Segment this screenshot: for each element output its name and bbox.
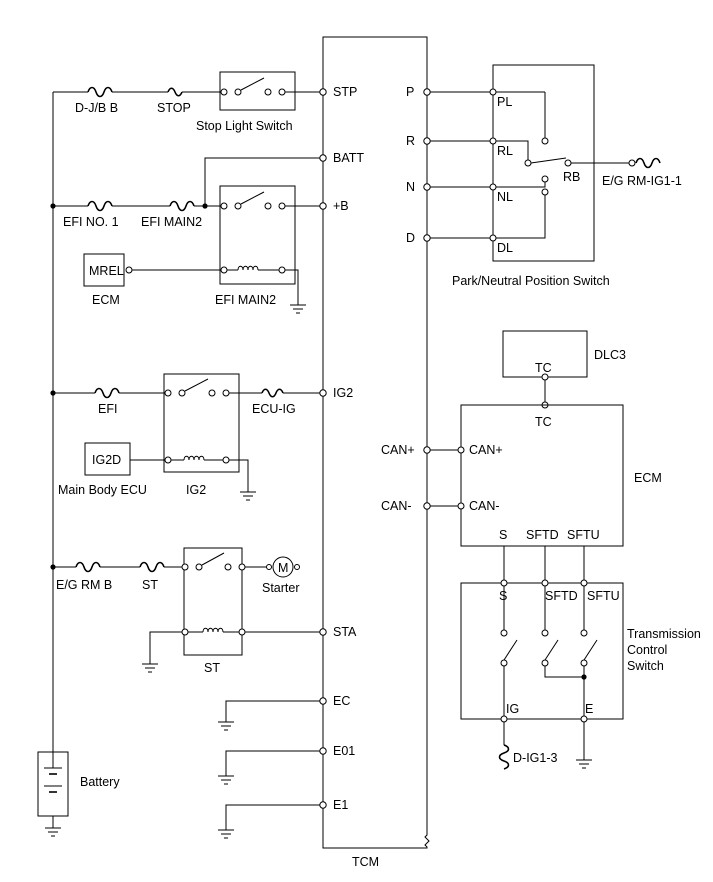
pnp-rb-label: RB [563,170,580,184]
ig2d-terminal-label: IG2D [92,453,121,467]
ground-icon [240,491,256,501]
relay-efi-main2-label: EFI MAIN2 [215,293,276,307]
fuse-efi-label: EFI [98,402,117,416]
mrel-terminal-label: MREL [89,264,124,278]
stp-circuit [53,71,327,111]
tcs-s-label: S [499,589,507,603]
relay-contact-icon [240,191,265,205]
pnp-pl-label: PL [497,95,512,109]
ecm-can-minus-label: CAN- [469,499,500,513]
ecm-sftu-label: SFTU [567,528,600,542]
main-body-ecu-label: Main Body ECU [58,483,147,497]
tcs-ig-label: IG [506,702,519,716]
ecm-can-plus-label: CAN+ [469,443,503,457]
tcs-sftu-label: SFTU [587,589,620,603]
fuse-efi-main2-label: EFI MAIN2 [141,215,202,229]
switch-contact-icon [240,77,265,91]
switch-contact-icon [544,639,559,661]
fuse-efi-no1-icon [87,200,113,212]
tcs-sftd-label: SFTD [545,589,578,603]
st-circuit [53,547,327,673]
pnp-nl-label: NL [497,190,513,204]
fuse-st-label: ST [142,578,158,592]
relay-contact-icon [201,552,225,566]
tcm-pin-ig2: IG2 [333,386,353,400]
pnp-switch-label: Park/Neutral Position Switch [452,274,610,288]
tcm-pin-n: N [406,180,415,194]
pnp-dl-label: DL [497,241,513,255]
ecm-s-label: S [499,528,507,542]
fuse-efi-no1-label: EFI NO. 1 [63,215,119,229]
tcm-pin-p: P [406,85,414,99]
battery-icon [37,751,69,837]
fuse-stop-label: STOP [157,101,191,115]
dlc3-label: DLC3 [594,348,626,362]
switch-contact-icon [503,639,518,661]
tcm-body [322,36,430,849]
ecm-left-label: ECM [92,293,120,307]
fuse-eg-rm-ig1-icon [635,157,661,169]
ecm-right-label: ECM [634,471,662,485]
relay-ig2-label: IG2 [186,483,206,497]
ground-pins [218,697,327,839]
tcm-pin-can-minus: CAN- [381,499,412,513]
dlc3-tc-label: TC [535,361,552,375]
relay-coil-icon [202,627,224,633]
tcm-pin-e1: E1 [333,798,348,812]
starter-m-label: M [278,561,288,575]
tcm-pin-stp: STP [333,85,357,99]
tcs-name-line1: Transmission [627,627,701,641]
tcm-pin-sta: STA [333,625,357,639]
ground-icon [290,304,306,314]
selector-contact-icon [530,157,567,164]
fuse-st-icon [139,561,165,573]
tcs-name-line2: Control [627,643,667,657]
tcs-e-label: E [585,702,593,716]
relay-coil-icon [183,455,205,461]
fuse-djb-icon [87,86,113,98]
starter-motor-icon [272,556,294,578]
fuse-efi-main2-icon [169,200,195,212]
tcm-label: TCM [352,855,379,869]
switch-contact-icon [583,639,598,661]
ecm-tc-label: TC [535,415,552,429]
starter-label: Starter [262,581,300,595]
stop-light-switch-label: Stop Light Switch [196,119,293,133]
batt-b-circuit [53,154,327,314]
tcm-pin-can-plus: CAN+ [381,443,415,457]
tcm-pin-batt: BATT [333,151,364,165]
tcm-pin-e01: E01 [333,744,355,758]
fuse-eg-rm-ig1-label: E/G RM-IG1-1 [602,174,682,188]
fuse-eg-rm-b-icon [75,561,101,573]
relay-coil-icon [237,265,259,271]
fuse-djb-label: D-J/B B [75,101,118,115]
transmission-control-switch [460,546,624,770]
fuse-d-ig1-3-label: D-IG1-3 [513,751,558,765]
ig2-circuit [53,373,327,501]
tcm-pin-b: +B [333,199,349,213]
tcm-pin-d: D [406,231,415,245]
battery-label: Battery [80,775,120,789]
fuse-ecu-ig-icon [261,388,284,398]
tcm-pin-r: R [406,134,415,148]
ecm-box [423,404,624,547]
fuse-stop-icon [167,87,183,97]
park-neutral-switch [423,64,661,262]
tcm-pin-ec: EC [333,694,350,708]
fuse-eg-rm-b-label: E/G RM B [56,578,112,592]
dlc3-connector [502,330,588,409]
pnp-rl-label: RL [497,144,513,158]
ground-icon [142,663,158,673]
ecm-sftd-label: SFTD [526,528,559,542]
relay-contact-icon [184,378,209,392]
fuse-ecu-ig-label: ECU-IG [252,402,296,416]
relay-st-label: ST [204,661,220,675]
fuse-d-ig1-3-icon [498,744,510,770]
tcs-name-line3: Switch [627,659,664,673]
fuse-efi-icon [94,387,120,399]
